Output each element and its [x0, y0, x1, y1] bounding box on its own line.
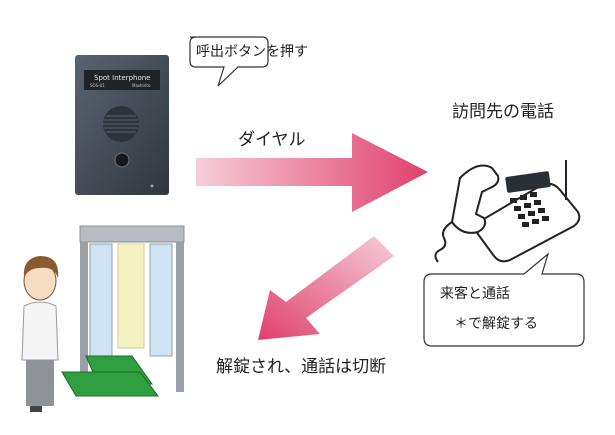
- door-frame-right: [176, 242, 184, 392]
- speaker-grille-icon: [103, 106, 139, 142]
- device-maker: Mashirito: [132, 83, 151, 88]
- bubble-call-line1: 来客と通話: [440, 286, 510, 302]
- telephone-display: [505, 171, 551, 193]
- bubble-call-line2: ＊で解錠する: [454, 316, 538, 332]
- telephone-keypad: [510, 192, 549, 227]
- telephone-handset: [450, 164, 500, 234]
- bubble-call-shape: [423, 252, 585, 347]
- telephone-icon: [434, 160, 581, 263]
- call-button-icon: [114, 152, 130, 168]
- arrow-right: [196, 133, 428, 212]
- door-header: [79, 225, 185, 243]
- label-unlock: 解錠され、通話は切断: [216, 357, 387, 377]
- door-mat-front: [61, 371, 159, 397]
- person-shoe: [30, 406, 42, 412]
- person-visitor-icon: [21, 256, 59, 412]
- door-frame-left: [80, 242, 88, 372]
- bubble-press-call: [189, 36, 269, 87]
- arrow-down-left: [258, 236, 394, 340]
- indicator-led-icon: [150, 184, 154, 188]
- interphone-device: [75, 55, 169, 195]
- bubble-press-text: 呼出ボタンを押す: [196, 44, 308, 60]
- label-dial: ダイヤル: [238, 130, 306, 150]
- label-destination: 訪問先の電話: [452, 102, 554, 122]
- person-hair: [23, 256, 59, 278]
- device-model: SOS-01: [90, 83, 105, 88]
- bubble-call: [423, 252, 585, 347]
- door-glass-center: [117, 243, 145, 349]
- person-shirt: [21, 301, 59, 361]
- door-glass-left: [89, 243, 113, 357]
- device-brand: Spot Interphone: [94, 74, 151, 82]
- bubble-press-shape: [189, 36, 269, 87]
- door-glass-right: [149, 243, 173, 357]
- interphone-label-plate: [84, 70, 160, 90]
- person-legs: [26, 360, 54, 406]
- auto-door: [61, 225, 185, 397]
- telephone-cord: [434, 221, 453, 263]
